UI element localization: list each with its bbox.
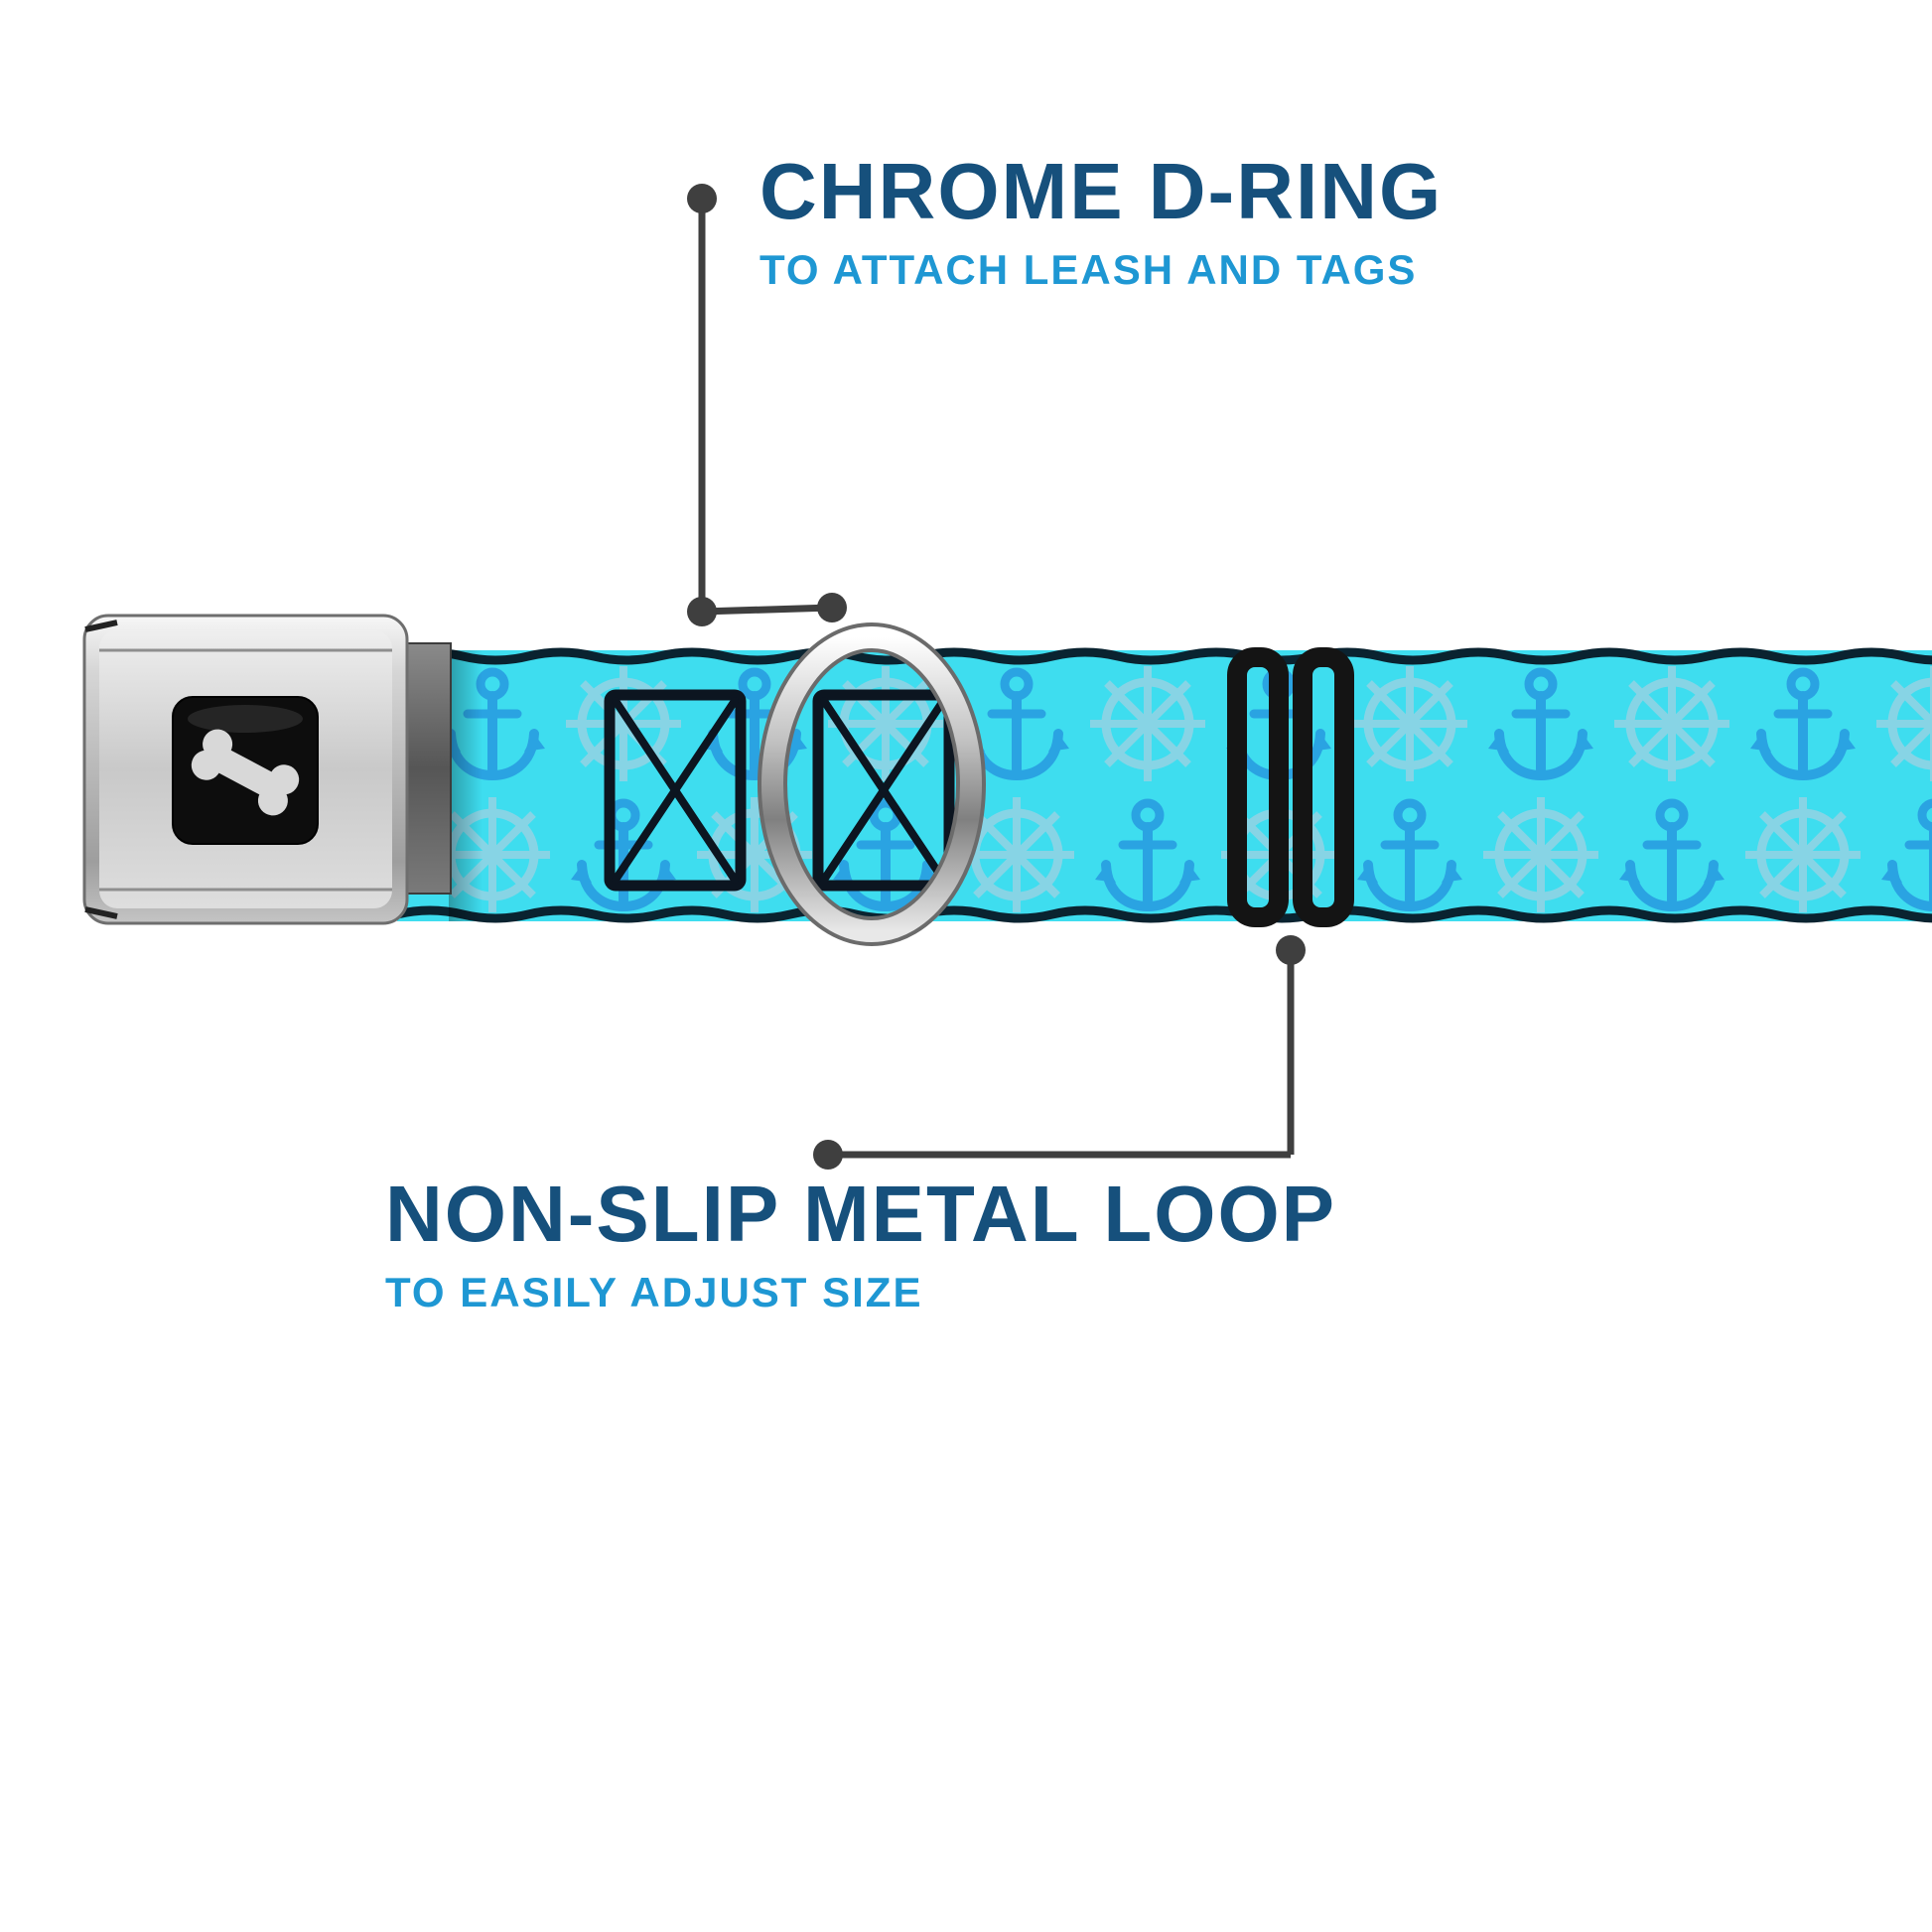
stitched-frame-right	[812, 689, 955, 892]
d-ring	[758, 622, 986, 946]
loop-callout-dot-target	[1276, 935, 1306, 965]
strap-top-edge	[392, 647, 1932, 665]
buckle-corner-notch-top	[84, 620, 118, 632]
strap-bottom-edge	[392, 905, 1932, 923]
metal-loop-callout: NON-SLIP METAL LOOP TO EASILY ADJUST SIZ…	[385, 1173, 1336, 1316]
dring-callout: CHROME D-RING TO ATTACH LEASH AND TAGS	[759, 151, 1443, 294]
loop-callout-dot-end	[813, 1140, 843, 1170]
bone-icon	[191, 729, 300, 816]
stitched-frame-left	[604, 689, 747, 892]
d-ring-chrome	[761, 626, 982, 942]
slider-loop-right	[1293, 647, 1354, 927]
dring-callout-subtitle: TO ATTACH LEASH AND TAGS	[759, 245, 1418, 293]
metal-loop-callout-title: NON-SLIP METAL LOOP	[385, 1170, 1337, 1258]
dring-callout-dot-top	[687, 184, 717, 213]
buckle-corner-notch-bottom	[84, 906, 118, 919]
dring-callout-dot-elbow	[687, 597, 717, 626]
seatbelt-buckle	[82, 614, 452, 925]
buckle-plate-gloss	[188, 705, 303, 733]
metal-loop-callout-subtitle: TO EASILY ADJUST SIZE	[385, 1268, 923, 1315]
dring-callout-connector	[687, 184, 847, 626]
strap-buckle-shadow	[449, 650, 483, 921]
slider-loop-left	[1227, 647, 1289, 927]
dring-callout-title: CHROME D-RING	[759, 147, 1444, 235]
metal-loop-slider	[1227, 647, 1354, 927]
loop-callout-connector	[813, 935, 1306, 1170]
stitched-frames	[604, 689, 955, 892]
dring-callout-dot-target	[817, 593, 847, 622]
callout-connectors	[687, 184, 1306, 1170]
